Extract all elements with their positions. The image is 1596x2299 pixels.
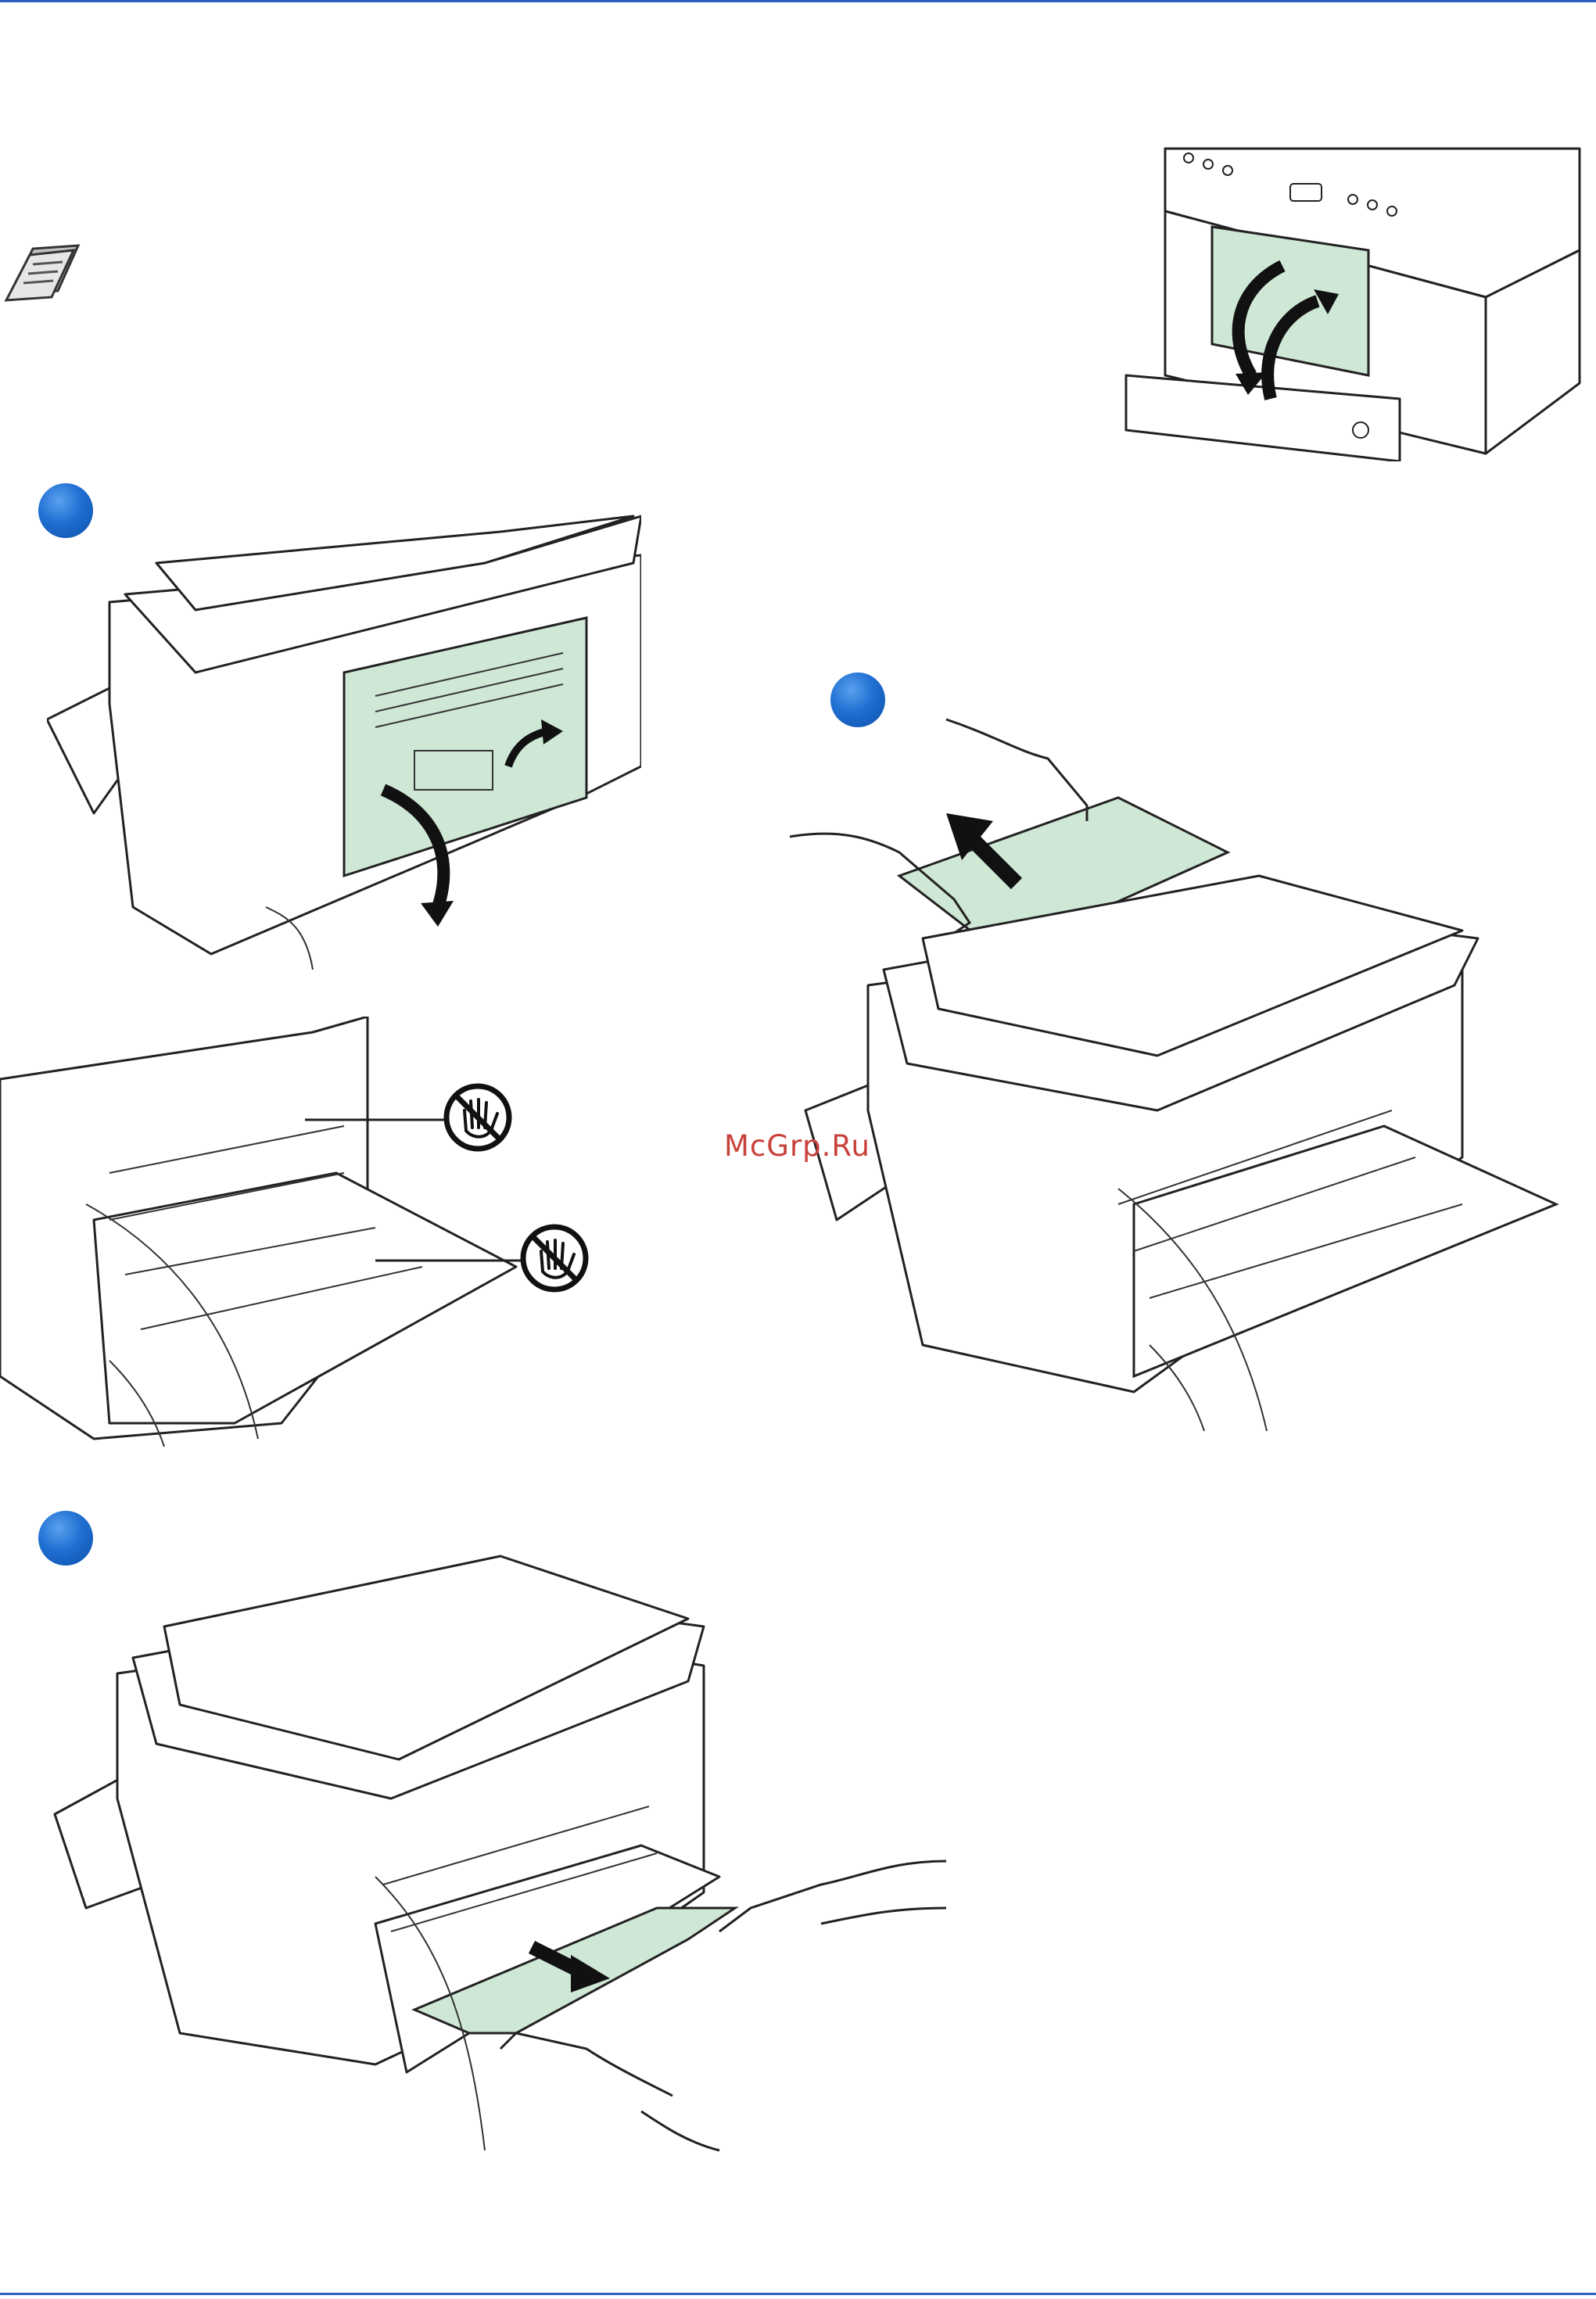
top-rule — [0, 0, 1596, 2]
note-page-icon — [3, 239, 81, 305]
printer-cassette-illustration — [1118, 141, 1587, 461]
printer-remove-paper-top-illustration — [790, 704, 1564, 1439]
printer-remove-paper-rear-illustration — [47, 1470, 954, 2166]
bottom-rule — [0, 2293, 1596, 2295]
printer-open-rear-cover-illustration — [47, 469, 641, 970]
do-not-touch-icon — [443, 1082, 513, 1153]
do-not-touch-icon — [519, 1223, 590, 1293]
watermark: McGrp.Ru — [724, 1129, 870, 1163]
